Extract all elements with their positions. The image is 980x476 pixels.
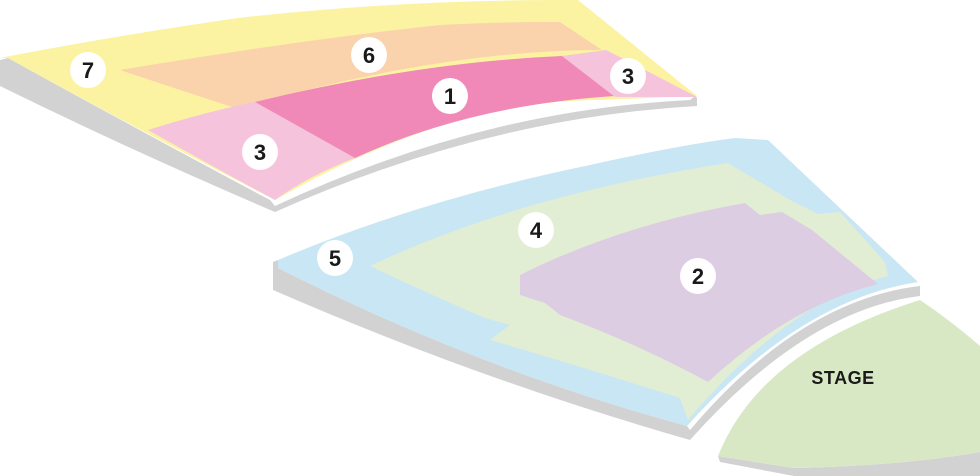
stage-label: STAGE [811, 368, 874, 388]
badge-section-2[interactable]: 2 [680, 258, 716, 294]
upper-tier [0, 0, 697, 212]
badge-section-7[interactable]: 7 [70, 52, 106, 88]
badge-label: 6 [363, 43, 375, 68]
badge-circle [70, 52, 106, 88]
section-1[interactable] [255, 56, 615, 158]
section-badges: 7 6 1 3 3 4 5 [70, 37, 716, 294]
badge-circle [432, 78, 468, 114]
badge-circle [610, 58, 646, 94]
badge-circle [242, 134, 278, 170]
badge-label: 1 [444, 84, 456, 109]
lower-tier-side [273, 260, 920, 440]
badge-circle [317, 240, 353, 276]
badge-section-5[interactable]: 5 [317, 240, 353, 276]
badge-section-1[interactable]: 1 [432, 78, 468, 114]
badge-section-3-upper[interactable]: 3 [610, 58, 646, 94]
badge-label: 7 [82, 58, 94, 83]
badge-label: 3 [622, 64, 634, 89]
stage: STAGE [718, 300, 980, 476]
stage-floor[interactable] [718, 300, 980, 468]
badge-circle [680, 258, 716, 294]
stage-side [718, 452, 980, 476]
upper-tier-side [0, 58, 697, 212]
badge-label: 5 [329, 246, 341, 271]
badge-circle [351, 37, 387, 73]
badge-label: 4 [530, 218, 543, 243]
badge-section-4[interactable]: 4 [518, 212, 554, 248]
badge-label: 2 [692, 264, 704, 289]
badge-circle [518, 212, 554, 248]
badge-label: 3 [254, 140, 266, 165]
badge-section-6[interactable]: 6 [351, 37, 387, 73]
badge-section-3-lower[interactable]: 3 [242, 134, 278, 170]
